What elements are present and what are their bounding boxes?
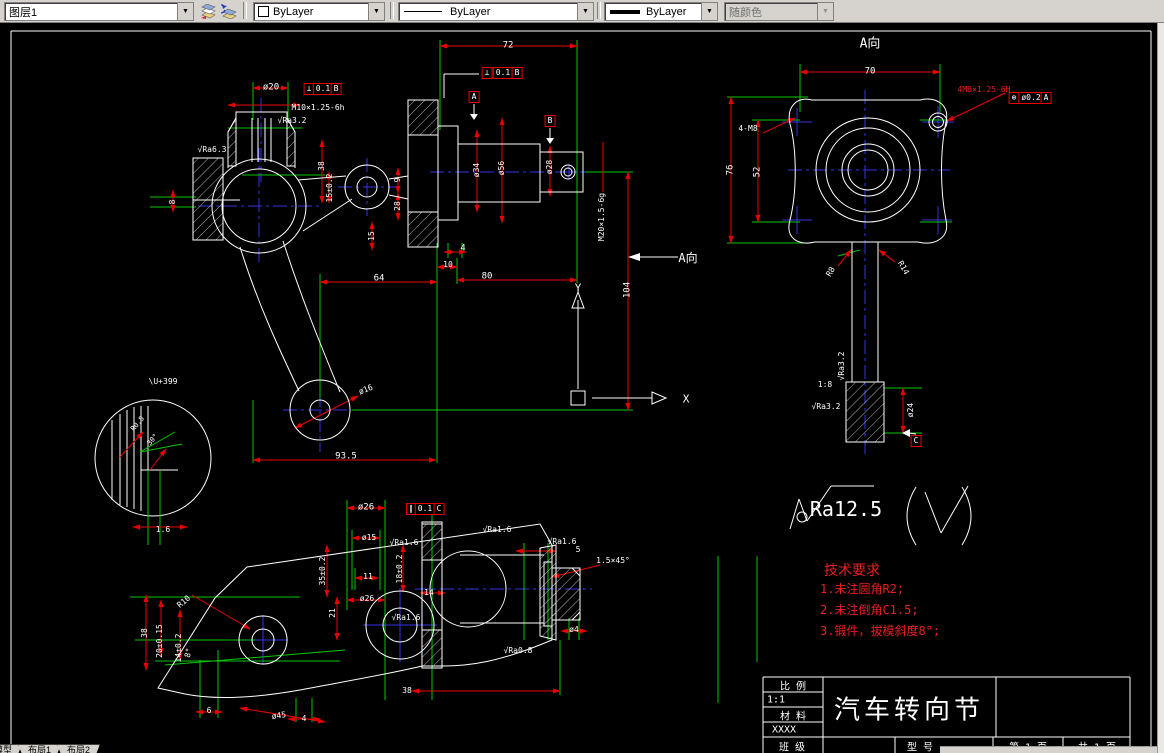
tech-requirements-title: 技术要求 <box>824 563 880 579</box>
detail-view <box>94 399 212 545</box>
plot-style-combo-value: 随颜色 <box>729 6 762 19</box>
view-a <box>727 64 1006 458</box>
layer-states-icon[interactable] <box>219 1 239 21</box>
tab-layout1[interactable]: 布局1 <box>18 744 61 753</box>
tech-requirement-item: 2.未注倒角C1.5; <box>820 603 919 617</box>
chevron-down-icon[interactable]: ▼ <box>177 3 193 20</box>
lineweight-glyph-icon <box>610 9 640 14</box>
object-properties-toolbar: 图层1 ▼ ByLayer ▼ ByLayer ▼ ByLayer ▼ 随颜色 <box>0 0 1164 23</box>
tab-layout2[interactable]: 布局2 <box>57 744 100 753</box>
layer-combo-value: 图层1 <box>9 6 38 19</box>
paper-border <box>10 30 1152 753</box>
title-block-part-name: 汽车转向节 <box>833 695 985 726</box>
title-block-scale-label: 比 例 <box>779 681 807 693</box>
view-bottom <box>130 500 758 724</box>
layout-tab-bar: 模型 布局1 布局2 <box>0 744 96 753</box>
layer-combo[interactable]: 图层1 ▼ <box>4 2 194 21</box>
title-block-material-value: XXXX <box>771 724 797 736</box>
lineweight-combo[interactable]: ByLayer ▼ <box>604 2 718 21</box>
chevron-down-icon[interactable]: ▼ <box>368 3 384 20</box>
linetype-combo-value: ByLayer <box>450 5 491 18</box>
color-swatch-icon <box>258 6 269 17</box>
toolbar-separator <box>390 2 394 19</box>
linetype-combo[interactable]: ByLayer ▼ <box>398 2 594 21</box>
title-block-model-label: 型 号 <box>906 742 934 753</box>
color-combo-value: ByLayer <box>273 5 314 18</box>
chevron-down-icon[interactable]: ▼ <box>577 3 593 20</box>
title-block-material-label: 材 料 <box>779 711 807 723</box>
lineweight-combo-value: ByLayer <box>646 5 687 18</box>
roughness-note <box>789 485 972 546</box>
layers-icon[interactable] <box>198 1 218 21</box>
tech-requirement-item: 1.未注圆角R2; <box>820 582 905 596</box>
linetype-glyph-icon <box>404 11 442 12</box>
plot-style-combo: 随颜色 ▼ <box>724 2 834 21</box>
ucs-icon <box>570 290 668 406</box>
chevron-down-icon[interactable]: ▼ <box>701 3 717 20</box>
chevron-down-icon: ▼ <box>817 3 833 20</box>
color-combo[interactable]: ByLayer ▼ <box>253 2 385 21</box>
toolbar-separator <box>597 2 601 19</box>
tech-requirement-item: 3.锻件，拔模斜度8°; <box>820 624 941 638</box>
horizontal-scrollbar[interactable] <box>940 746 1157 753</box>
view-main <box>150 40 678 463</box>
title-block-scale-value: 1:1 <box>766 694 786 706</box>
title-block-class-label: 班 级 <box>778 742 806 753</box>
vertical-scrollbar[interactable] <box>1157 22 1164 753</box>
toolbar-separator <box>243 2 247 19</box>
